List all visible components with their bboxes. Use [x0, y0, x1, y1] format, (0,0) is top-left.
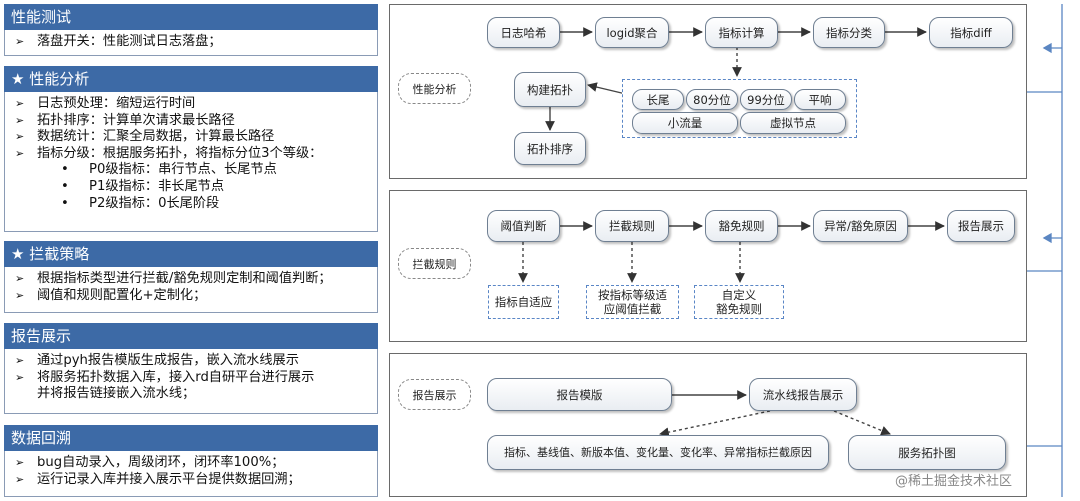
section-title-report: 报告展示: [4, 323, 378, 349]
list-item: ➢拓扑排序：计算单次请求最长路径: [15, 112, 235, 128]
panel-label-report: 报告展示: [398, 379, 471, 410]
arrow-bullet-icon: ➢: [15, 146, 25, 160]
arrow-bullet-icon: ➢: [15, 288, 25, 302]
list-item: ➢数据统计：汇聚全局数据，计算最长路径: [15, 129, 275, 145]
node-threshold-judge: 阈值判断: [487, 210, 560, 242]
node-pipeline-report: 流水线报告展示: [749, 378, 857, 411]
list-item: ➢落盘开关：性能测试日志落盘；: [15, 34, 222, 49]
node-report-template: 报告模版: [487, 378, 672, 411]
section-title-perf-test: 性能测试: [4, 4, 378, 30]
metric-avg-response: 平响: [794, 89, 846, 110]
list-item: ➢指标分级：根据服务拓扑，将指标分位3个等级：: [15, 145, 323, 161]
node-service-topology-graph: 服务拓扑图: [848, 435, 1006, 470]
node-metric-classify: 指标分类: [813, 17, 885, 48]
sub-list-item: •P1级指标：非长尾节点: [61, 178, 225, 194]
node-metric-calc: 指标计算: [705, 17, 778, 48]
section-body-perf-test: ➢落盘开关：性能测试日志落盘；: [4, 30, 378, 56]
metric-virtual-node: 虚拟节点: [740, 112, 846, 134]
arrow-bullet-icon: ➢: [15, 97, 25, 110]
section-body-perf-analysis: ➢日志预处理：缩短运行时间 ➢拓扑排序：计算单次请求最长路径 ➢数据统计：汇聚全…: [4, 92, 378, 232]
node-block-rule: 拦截规则: [595, 210, 669, 242]
section-title-intercept: ★ 拦截策略: [4, 241, 378, 267]
list-item: ➢阈值和规则配置化+定制化；: [15, 287, 207, 303]
node-topology-sort: 拓扑排序: [514, 132, 586, 165]
list-item: ➢将服务拓扑数据入库，接入rd自研平台进行展示: [15, 369, 315, 385]
arrow-bullet-icon: ➢: [15, 113, 25, 127]
list-item-continuation: 并将报告链接嵌入流水线；: [37, 386, 196, 402]
dot-bullet-icon: •: [61, 195, 69, 211]
metric-longtail: 长尾: [632, 89, 684, 110]
arrow-bullet-icon: ➢: [15, 272, 25, 285]
arrow-bullet-icon: ➢: [15, 456, 25, 469]
list-item: ➢日志预处理：缩短运行时间: [15, 96, 196, 111]
section-title-perf-analysis: ★ 性能分析: [4, 66, 378, 92]
node-build-topology: 构建拓扑: [514, 72, 586, 107]
arrow-bullet-icon: ➢: [15, 370, 25, 384]
note-level-threshold: 按指标等级适 应阈值拦截: [586, 285, 679, 319]
section-body-report: ➢通过pyh报告模版生成报告，嵌入流水线展示 ➢将服务拓扑数据入库，接入rd自研…: [4, 349, 378, 414]
dot-bullet-icon: •: [61, 162, 69, 178]
watermark: @稀土掘金技术社区: [895, 474, 1013, 489]
section-body-trace: ➢bug自动录入，周级闭环，闭环率100%； ➢运行记录入库并接入展示平台提供数…: [4, 451, 378, 497]
node-exempt-rule: 豁免规则: [705, 210, 778, 242]
node-indicator-details: 指标、基线值、新版本值、变化量、变化率、异常指标拦截原因: [487, 435, 829, 470]
arrow-bullet-icon: ➢: [15, 354, 25, 367]
section-body-intercept: ➢根据指标类型进行拦截/豁免规则定制和阈值判断； ➢阈值和规则配置化+定制化；: [4, 267, 378, 313]
node-anomaly-cause: 异常/豁免原因: [813, 210, 908, 242]
arrow-bullet-icon: ➢: [15, 472, 25, 486]
node-log-hash: 日志哈希: [487, 17, 560, 48]
metric-p80: 80分位: [686, 89, 738, 110]
panel-report: [389, 353, 1027, 497]
node-report-display: 报告展示: [947, 210, 1015, 242]
note-metric-adaptive: 指标自适应: [488, 285, 559, 319]
list-item: ➢通过pyh报告模版生成报告，嵌入流水线展示: [15, 353, 299, 368]
list-item: ➢运行记录入库并接入展示平台提供数据回溯；: [15, 471, 301, 487]
node-metric-diff: 指标diff: [929, 17, 1013, 48]
list-item: ➢bug自动录入，周级闭环，闭环率100%；: [15, 455, 285, 470]
panel-label-intercept-rules: 拦截规则: [398, 248, 471, 279]
section-title-trace: 数据回溯: [4, 425, 378, 451]
note-custom-exempt: 自定义 豁免规则: [694, 285, 784, 319]
metric-p99: 99分位: [740, 89, 792, 110]
arrow-bullet-icon: ➢: [15, 130, 25, 144]
sub-list-item: •P2级指标：0长尾阶段: [61, 195, 220, 211]
node-logid-aggregate: logid聚合: [595, 17, 669, 48]
metric-small-flow: 小流量: [632, 112, 738, 134]
sub-list-item: •P0级指标：串行节点、长尾节点: [61, 162, 277, 178]
arrow-bullet-icon: ➢: [15, 35, 25, 48]
panel-label-perf-analysis: 性能分析: [398, 73, 471, 104]
list-item: ➢根据指标类型进行拦截/豁免规则定制和阈值判断；: [15, 271, 332, 286]
dot-bullet-icon: •: [61, 178, 69, 194]
